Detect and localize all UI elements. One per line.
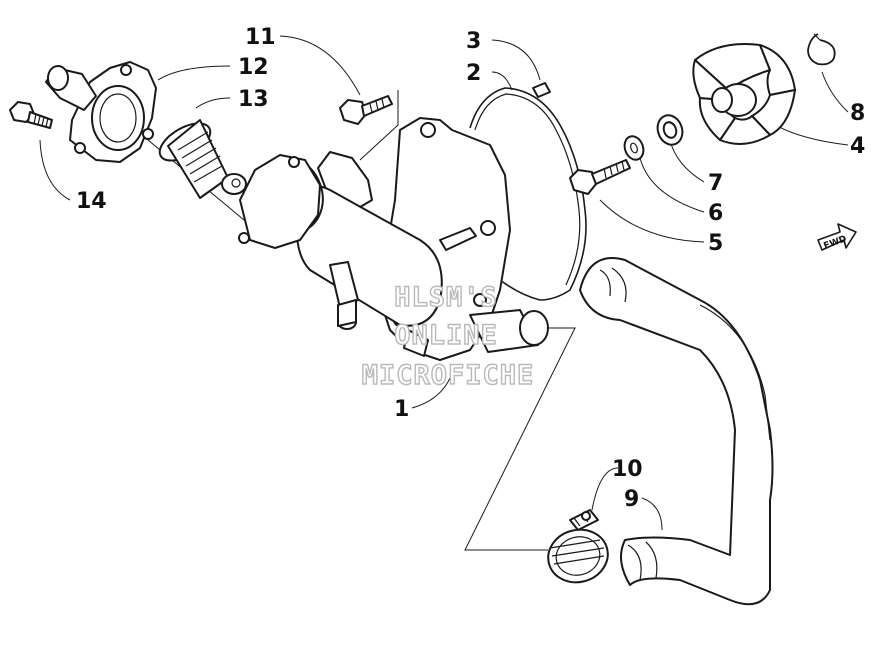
callout-7: 7 <box>708 171 723 196</box>
bolt-5 <box>569 159 631 195</box>
thermostat-housing-12 <box>45 61 157 163</box>
callout-11: 11 <box>245 25 276 50</box>
callout-5: 5 <box>708 231 723 256</box>
callout-12: 12 <box>238 55 269 80</box>
callout-10: 10 <box>612 457 643 482</box>
cap-screw-11 <box>339 95 393 125</box>
callout-13: 13 <box>238 87 269 112</box>
callout-labels: 11 12 13 14 3 2 8 4 7 6 5 1 10 9 <box>76 25 865 512</box>
hose-clamp-10 <box>547 509 609 584</box>
callout-8: 8 <box>850 101 865 126</box>
washer-6 <box>623 135 645 161</box>
callout-3: 3 <box>466 29 481 54</box>
callout-14: 14 <box>76 189 107 214</box>
cap-screw-14 <box>9 101 53 129</box>
water-pump-housing-1 <box>238 117 549 361</box>
watermark-line-1: HLSM'S <box>394 282 498 313</box>
gasket-2 <box>469 87 587 301</box>
callout-6: 6 <box>708 201 723 226</box>
impeller-4 <box>692 43 796 145</box>
watermark: HLSM'S ONLINE MICROFICHE <box>361 281 535 391</box>
callout-1: 1 <box>394 397 409 422</box>
callout-4: 4 <box>850 134 865 159</box>
watermark-line-2: ONLINE <box>394 320 498 351</box>
coolant-hose-9 <box>579 257 774 606</box>
pin-3 <box>532 82 551 98</box>
watermark-line-3: MICROFICHE <box>362 360 535 391</box>
callout-9: 9 <box>624 487 639 512</box>
leader-lines <box>39 35 849 551</box>
fwd-direction-arrow: FWD <box>817 223 857 252</box>
thermostat-13 <box>158 119 247 199</box>
seal-7 <box>656 114 684 146</box>
callout-2: 2 <box>466 61 481 86</box>
snap-ring-8 <box>807 33 836 66</box>
